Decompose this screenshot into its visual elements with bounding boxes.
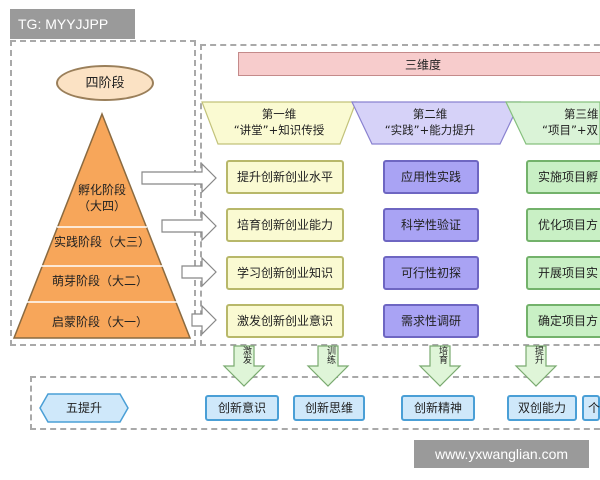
bottom-item-5: 个 [582,395,600,421]
col3-item-3: 开展项目实 [526,256,600,290]
col1-item-1: 提升创新创业水平 [226,160,344,194]
column-3-head-line2: “项目”+双 [542,123,599,137]
bottom-item-4: 双创能力 [507,395,577,421]
stage-enlighten: 启蒙阶段（大一） [51,315,148,329]
column-1-head: 第一维 “讲堂”+知识传授 [214,106,344,138]
stage-panel-frame [10,40,196,346]
bottom-panel-frame [30,376,600,430]
arrow-label-3: 培育 [437,346,447,364]
stage-incubation-text: 孵化阶段 （大四） [77,183,126,213]
column-1-head-line1: 第一维 [261,107,297,121]
col2-item-2: 科学性验证 [383,208,479,242]
stage-title: 四阶段 [56,65,154,101]
column-2-head-line1: 第二维 [412,107,448,121]
column-3-head-line1: 第三维 [564,107,599,121]
bottom-item-3: 创新精神 [401,395,475,421]
arrow-label-1: 激发 [241,346,251,364]
stage-sprout: 萌芽阶段（大二） [51,274,148,288]
col2-item-1: 应用性实践 [383,160,479,194]
stage-practice: 实践阶段（大三） [53,235,150,249]
column-headers [201,101,600,145]
source-tag: TG: MYYJJPP [10,9,135,39]
column-2-head: 第二维 “实践”+能力提升 [370,106,490,138]
arrow-label-2: 训练 [325,346,335,364]
arrow-label-4: 提升 [533,346,543,364]
col3-clip: 实施项目孵 优化项目方 开展项目实 确定项目方 [524,156,600,346]
col2-item-4: 需求性调研 [383,304,479,338]
stage-arrows [141,162,217,336]
down-arrows [222,345,558,387]
column-1-head-line2: “讲堂”+知识传授 [233,123,325,137]
bottom-item-2: 创新思维 [293,395,365,421]
dimension-panel-frame [200,44,600,346]
stage-pyramid [12,112,192,339]
dimension-title: 三维度 [238,52,600,76]
col3-item-1: 实施项目孵 [526,160,600,194]
bottom-item-1: 创新意识 [205,395,279,421]
watermark: www.yxwanglian.com [414,440,589,468]
col1-item-2: 培育创新创业能力 [226,208,344,242]
col1-item-3: 学习创新创业知识 [226,256,344,290]
col1-item-4: 激发创新创业意识 [226,304,344,338]
five-improve-shape [39,393,129,423]
col3-item-4: 确定项目方 [526,304,600,338]
column-2-head-line2: “实践”+能力提升 [384,123,476,137]
column-3-head: 第三维 “项目”+双 [528,106,600,138]
stage-incubation: 孵化阶段 （大四） [52,182,152,214]
col3-item-2: 优化项目方 [526,208,600,242]
five-improve-label: 五提升 [65,401,102,415]
col2-item-3: 可行性初探 [383,256,479,290]
